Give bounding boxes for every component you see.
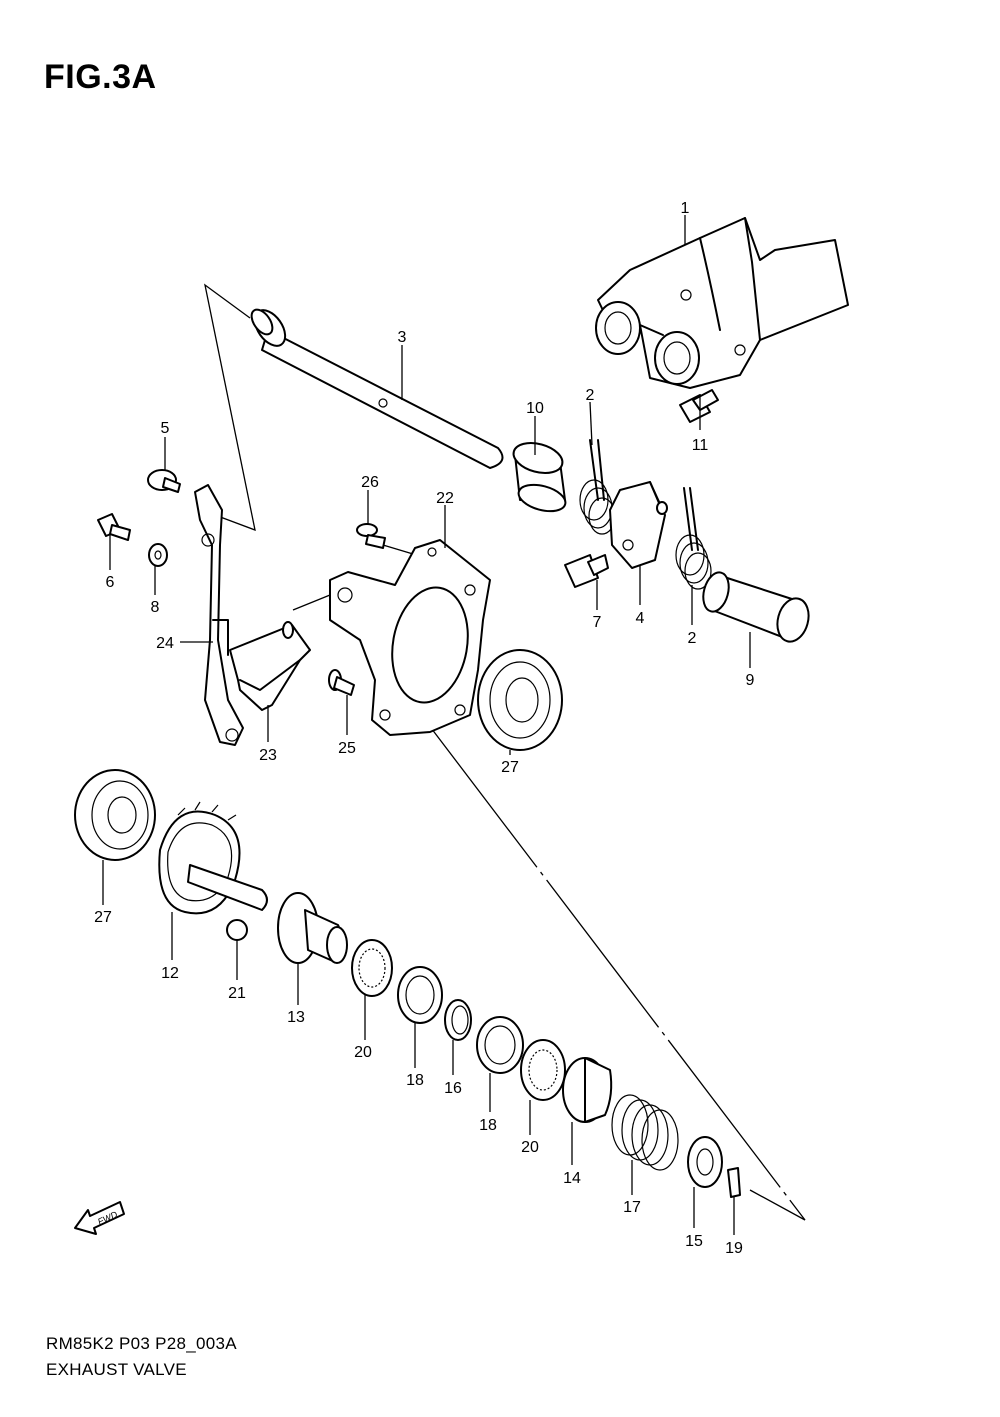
part-circlip-15 bbox=[687, 1136, 723, 1188]
part-bolt-5 bbox=[147, 469, 181, 493]
part-washer-18-upper bbox=[397, 966, 443, 1024]
callout-9: 9 bbox=[746, 672, 755, 689]
callout-2-lower: 2 bbox=[688, 630, 697, 647]
part-ring-16 bbox=[444, 999, 472, 1041]
part-coil-spring-17 bbox=[611, 1094, 679, 1171]
callout-26: 26 bbox=[361, 474, 379, 491]
part-bearing-holder-22 bbox=[329, 539, 491, 736]
callout-19: 19 bbox=[725, 1240, 743, 1257]
part-bracket-23 bbox=[229, 621, 311, 711]
assembly-guide-lines bbox=[204, 283, 806, 1221]
part-spring-seat-14 bbox=[562, 1057, 613, 1123]
callout-8: 8 bbox=[151, 599, 160, 616]
callout-4: 4 bbox=[636, 610, 645, 627]
callout-2-upper: 2 bbox=[586, 387, 595, 404]
diagram-caption: EXHAUST VALVE bbox=[46, 1360, 187, 1379]
part-collar-10 bbox=[512, 442, 567, 513]
part-collar-9 bbox=[702, 571, 810, 643]
fwd-arrow-icon: FWD bbox=[74, 1201, 125, 1235]
callout-numbers: 1 2 2 3 4 5 6 7 8 9 10 11 12 13 14 15 16… bbox=[94, 200, 754, 1257]
callout-27-right: 27 bbox=[501, 759, 519, 776]
part-needle-bearing-20-upper bbox=[351, 939, 393, 997]
part-exhaust-valve-housing bbox=[595, 217, 849, 389]
callout-18-upper: 18 bbox=[406, 1072, 424, 1089]
part-link-rod-24 bbox=[194, 484, 244, 746]
part-screw-7 bbox=[564, 554, 609, 588]
callout-1: 1 bbox=[681, 200, 690, 217]
callout-15: 15 bbox=[685, 1233, 703, 1250]
callout-3: 3 bbox=[398, 329, 407, 346]
callout-17: 17 bbox=[623, 1199, 641, 1216]
part-lever-4 bbox=[609, 481, 668, 569]
part-gear-12 bbox=[158, 801, 268, 915]
callout-16: 16 bbox=[444, 1080, 462, 1097]
leader-lines bbox=[102, 215, 751, 1235]
callout-25: 25 bbox=[338, 740, 356, 757]
callout-7: 7 bbox=[593, 614, 602, 631]
part-needle-bearing-20-lower bbox=[520, 1039, 566, 1101]
callout-13: 13 bbox=[287, 1009, 305, 1026]
part-washer-18-lower bbox=[476, 1016, 524, 1074]
part-bearing-27-right bbox=[477, 649, 563, 751]
part-bolt-11 bbox=[679, 389, 719, 423]
callout-23: 23 bbox=[259, 747, 277, 764]
callout-24: 24 bbox=[156, 635, 174, 652]
part-screw-25 bbox=[328, 669, 355, 696]
callout-5: 5 bbox=[161, 420, 170, 437]
callout-18-lower: 18 bbox=[479, 1117, 497, 1134]
figure-title: FIG.3A bbox=[44, 58, 157, 96]
callout-12: 12 bbox=[161, 965, 179, 982]
callout-11: 11 bbox=[692, 437, 709, 454]
part-bolt-6 bbox=[97, 513, 131, 541]
part-pin-19 bbox=[727, 1167, 741, 1198]
callout-20-upper: 20 bbox=[354, 1044, 372, 1061]
part-bearing-27-left bbox=[74, 769, 156, 861]
callout-20-lower: 20 bbox=[521, 1139, 539, 1156]
callout-6: 6 bbox=[106, 574, 115, 591]
part-spring-2-lower bbox=[675, 487, 712, 590]
callout-21: 21 bbox=[228, 985, 246, 1002]
part-screw-26 bbox=[356, 523, 386, 549]
part-washer-8 bbox=[148, 543, 168, 567]
diagram-code: RM85K2 P03 P28_003A bbox=[46, 1334, 237, 1353]
part-shaft bbox=[250, 308, 504, 469]
callout-14: 14 bbox=[563, 1170, 581, 1187]
callout-27-left: 27 bbox=[94, 909, 112, 926]
callout-22: 22 bbox=[436, 490, 454, 507]
part-cam-13 bbox=[277, 892, 348, 964]
callout-10: 10 bbox=[526, 400, 544, 417]
part-ball-21 bbox=[226, 919, 248, 941]
